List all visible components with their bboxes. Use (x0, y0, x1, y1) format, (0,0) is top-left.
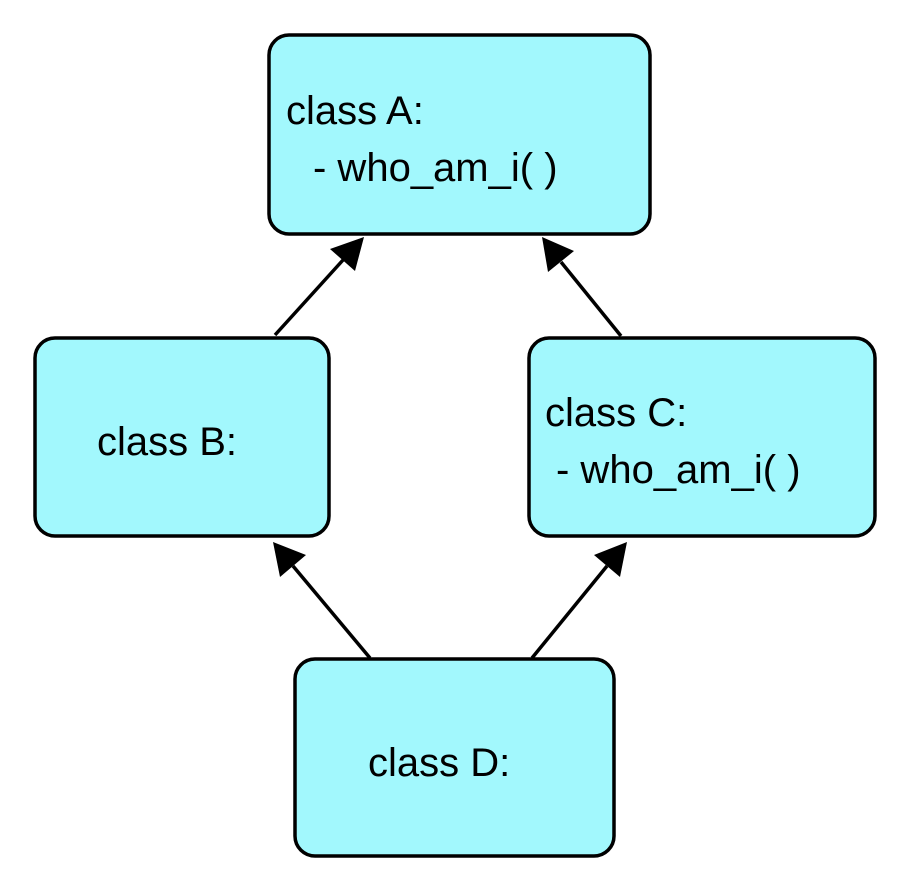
edge-d-to-b (291, 564, 372, 660)
edges (273, 237, 627, 660)
arrowhead-d-to-c (594, 542, 627, 577)
node-class-d-title: class D: (368, 741, 510, 785)
node-class-a[interactable]: class A: - who_am_i( ) (267, 33, 652, 236)
node-class-c[interactable]: class C: - who_am_i( ) (527, 336, 877, 538)
arrowhead-b-to-a (330, 237, 364, 271)
node-class-b-box (33, 336, 331, 538)
node-class-c-title: class C: (545, 391, 687, 435)
edge-b-to-a (273, 258, 345, 337)
node-class-a-box (267, 33, 652, 236)
node-class-d[interactable]: class D: (293, 657, 616, 858)
node-class-a-title: class A: (286, 89, 424, 133)
arrowhead-c-to-a (542, 237, 574, 272)
edge-d-to-c (530, 564, 609, 660)
arrowhead-d-to-b (273, 542, 306, 577)
node-class-b-title: class B: (97, 420, 237, 464)
edge-c-to-a (559, 260, 623, 338)
node-class-a-method: - who_am_i( ) (313, 146, 558, 190)
node-class-d-box (293, 657, 616, 858)
node-class-c-box (527, 336, 877, 538)
node-class-c-method: - who_am_i( ) (556, 448, 801, 492)
node-class-b[interactable]: class B: (33, 336, 331, 538)
